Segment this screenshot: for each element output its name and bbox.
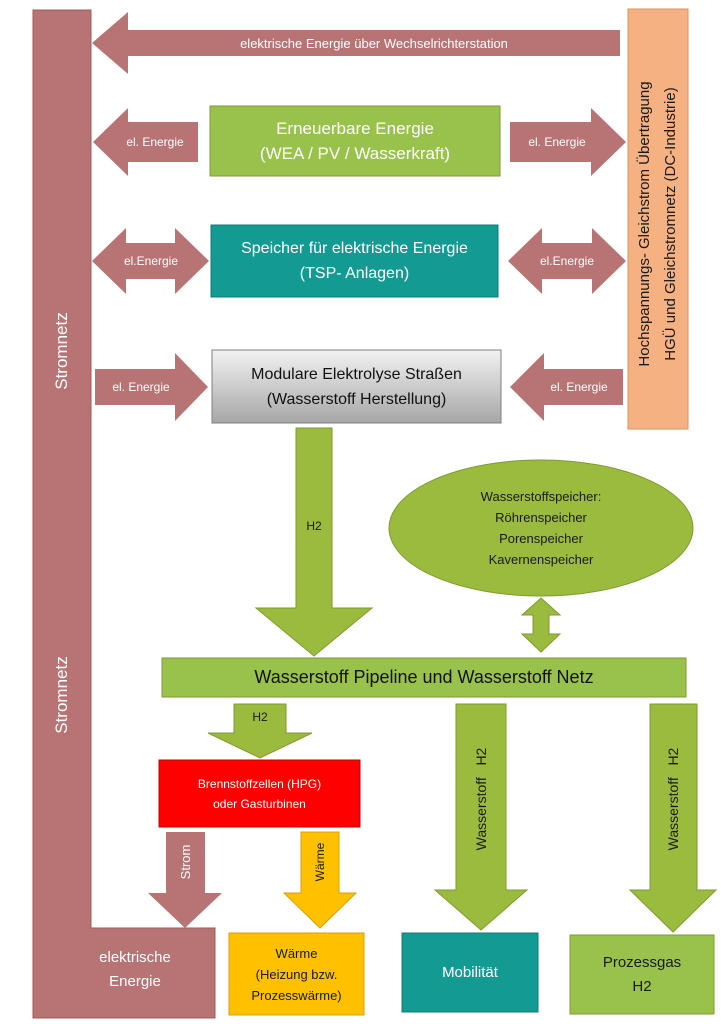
fuelcell-label: Brennstoffzellen (HPG) oder Gasturbinen [159, 760, 360, 827]
waerme-output-line1: Wärme [275, 945, 318, 961]
elec-output-label: elektrische Energie [60, 940, 210, 1000]
storage-arrow-left [92, 228, 209, 294]
h2-storage-label: Wasserstoffspeicher: Röhrenspeicher Pore… [420, 478, 662, 578]
top-arrow [92, 12, 620, 74]
prozess-arrow [628, 703, 718, 933]
hgu-label: Hochspannungs- Gleichstrom Übertragung H… [628, 14, 688, 434]
mobil-output-box [401, 932, 539, 1013]
waerme-output-line3: Prozesswärme) [251, 987, 342, 1003]
strom-arrow-label: Strom [177, 844, 193, 880]
waerme-output-label: Wärme (Heizung bzw. Prozesswärme) [229, 933, 364, 1015]
electrolysis-label: Modulare Elektrolyse Straßen (Wasserstof… [212, 350, 501, 423]
renewable-line1: Erneuerbare Energie [276, 119, 434, 138]
storage-box [210, 224, 499, 298]
prozess-output-box [569, 934, 715, 1015]
storage-line1: Speicher für elektrische Energie [241, 240, 468, 257]
hgu-bar [627, 8, 689, 430]
h2-down-label: H2 [306, 519, 322, 533]
strom-arrow [148, 832, 222, 928]
storage-line2: (TSP- Anlagen) [299, 265, 410, 282]
elec-output-line2: Energie [109, 973, 161, 990]
renewable-line2: (WEA / PV / Wasserkraft) [259, 144, 451, 163]
storage-arrow-right [508, 228, 626, 294]
pipeline-bar [161, 657, 687, 698]
top-arrow-label: elektrische Energie über Wechselrichters… [240, 35, 508, 51]
h2-down-arrow [254, 427, 374, 657]
mobil-arrow [433, 703, 529, 931]
h2-storage-line2: Röhrenspeicher [495, 510, 587, 525]
electrolysis-arrow-right-label: el. Energie [550, 380, 608, 394]
h2-storage-ellipse [388, 459, 694, 597]
prozess-output-line2: H2 [632, 977, 652, 995]
elec-output-line1: elektrische [99, 949, 171, 966]
waerme-arrow-label: Wärme [313, 842, 327, 882]
waerme-output-line2: (Heizung bzw. [255, 966, 338, 982]
renewable-arrow-right [510, 108, 626, 176]
prozess-output-label: Prozessgas H2 [570, 935, 714, 1014]
stromnetz-bar [32, 9, 216, 1019]
h2-storage-line4: Kavernenspeicher [488, 552, 594, 567]
renewable-arrow-left [93, 108, 198, 176]
hgu-label-line1: Hochspannungs- Gleichstrom Übertragung [636, 81, 653, 367]
renewable-label: Erneuerbare Energie (WEA / PV / Wasserkr… [210, 106, 500, 176]
h2-storage-double-arrow [520, 597, 562, 653]
waerme-down-arrow [282, 831, 358, 929]
storage-label: Speicher für elektrische Energie (TSP- A… [211, 225, 498, 297]
renewable-box [209, 105, 501, 177]
fuelcell-line2: oder Gasturbinen [213, 796, 306, 811]
storage-arrow-left-label: el.Energie [123, 254, 179, 268]
stromnetz-label-top: Stromnetz [52, 312, 71, 390]
h2-fuel-arrow [207, 703, 313, 759]
stromnetz-label-bottom: Stromnetz [52, 656, 71, 734]
renewable-arrow-left-label: el. Energie [126, 135, 184, 149]
pipeline-label: Wasserstoff Pipeline und Wasserstoff Net… [254, 667, 594, 687]
prozess-output-line1: Prozessgas [602, 953, 682, 971]
hgu-label-line2: HGÜ und Gleichstromnetz (DC-Industrie) [662, 87, 679, 361]
electrolysis-arrow-left [95, 353, 208, 421]
renewable-arrow-right-label: el. Energie [528, 135, 586, 149]
electrolysis-line2: (Wasserstoff Herstellung) [266, 390, 447, 408]
h2-storage-line3: Porenspeicher [499, 531, 583, 546]
electrolysis-arrow-right [510, 353, 623, 421]
waerme-output-box [228, 932, 365, 1016]
electrolysis-line1: Modulare Elektrolyse Straßen [251, 365, 462, 383]
fuelcell-line1: Brennstoffzellen (HPG) [197, 776, 322, 791]
mobil-output-label: Mobilität [442, 964, 498, 981]
mobil-arrow-label: Wasserstoff H2 [473, 747, 489, 851]
electrolysis-arrow-left-label: el. Energie [112, 380, 170, 394]
fuelcell-box [158, 759, 361, 828]
h2-storage-line1: Wasserstoffspeicher: [480, 489, 602, 504]
storage-arrow-right-label: el.Energie [539, 254, 595, 268]
h2-fuel-label: H2 [252, 710, 268, 724]
prozess-arrow-label: Wasserstoff H2 [665, 747, 681, 851]
electrolysis-box [211, 349, 502, 424]
